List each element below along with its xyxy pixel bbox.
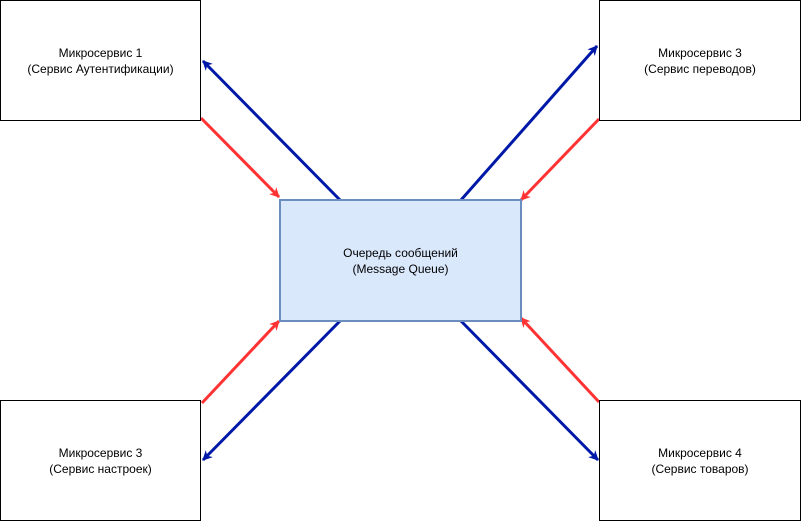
service-box-products: Микросервис 4 (Сервис товаров) (599, 400, 801, 521)
arrow-queue-to-service-translations (459, 45, 599, 201)
queue-subtitle: (Message Queue) (352, 261, 449, 276)
arrow-queue-to-service-1 (201, 59, 342, 202)
service-box-authentication: Микросервис 1 (Сервис Аутентификации) (0, 0, 201, 121)
arrow-queue-to-service-settings (201, 319, 342, 462)
queue-title: Очередь сообщений (343, 245, 458, 260)
arrow-service-1-to-queue (199, 116, 281, 199)
arrow-queue-to-service-4 (459, 319, 600, 462)
service-subtitle: (Сервис товаров) (651, 461, 749, 476)
service-box-translations: Микросервис 3 (Сервис переводов) (599, 0, 801, 121)
service-subtitle: (Сервис настроек) (49, 461, 152, 476)
service-title: Микросервис 4 (658, 445, 742, 460)
service-subtitle: (Сервис переводов) (644, 61, 756, 76)
service-title: Микросервис 3 (658, 45, 742, 60)
arrow-service-translations-to-queue (519, 117, 601, 202)
service-subtitle: (Сервис Аутентификации) (27, 61, 174, 76)
arrow-service-settings-to-queue (200, 319, 281, 405)
service-title: Микросервис 1 (58, 45, 143, 60)
service-box-settings: Микросервис 3 (Сервис настроек) (0, 400, 201, 521)
arrow-service-4-to-queue (519, 316, 601, 404)
message-queue-box: Очередь сообщений (Message Queue) (279, 199, 522, 322)
service-title: Микросервис 3 (58, 445, 143, 460)
